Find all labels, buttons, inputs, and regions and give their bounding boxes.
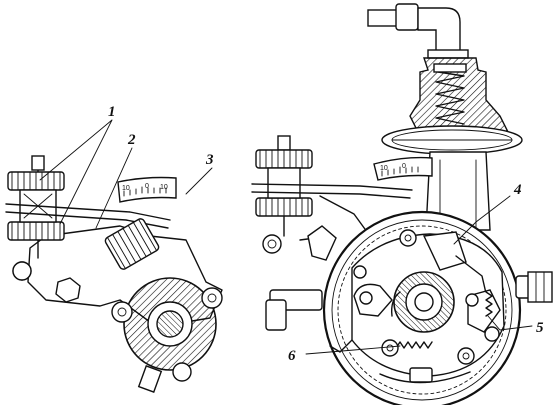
octane-scale-left xyxy=(117,176,177,203)
callout-5: 5 xyxy=(536,320,544,336)
callout-3: 3 xyxy=(205,152,214,168)
left-view-octane-corrector: 10 0 10 xyxy=(5,155,223,393)
breaker-contact-lever xyxy=(422,231,467,271)
weight-spring-5 xyxy=(485,291,493,317)
bottom-clip xyxy=(409,367,433,383)
weight-spring-6 xyxy=(391,341,433,349)
vacuum-connector xyxy=(307,225,337,261)
octane-scale-right xyxy=(373,156,433,181)
shaft-section xyxy=(156,310,184,338)
callout-4: 4 xyxy=(513,182,522,198)
callout-6: 6 xyxy=(288,348,296,364)
vacuum-hose-fitting xyxy=(367,3,469,59)
adjusting-nut-assembly-right xyxy=(255,135,313,254)
scale-tick-right-10: 10 xyxy=(380,165,388,172)
distributor-column xyxy=(425,151,491,231)
bracket-arm xyxy=(5,203,171,229)
plate-hex-hole xyxy=(55,277,81,303)
callout-leaders-left xyxy=(39,119,213,229)
knurled-gear xyxy=(104,218,160,270)
scale-tick-left-0: 0 xyxy=(145,183,149,190)
right-view-distributor-open: 10 0 xyxy=(251,3,553,405)
callout-1: 1 xyxy=(108,104,116,120)
scale-tick-left-10b: 10 xyxy=(160,184,168,191)
regulator-spring xyxy=(435,71,465,125)
scale-tick-left-10: 10 xyxy=(122,185,130,192)
callout-2: 2 xyxy=(127,132,136,148)
scale-tick-right-0: 0 xyxy=(402,163,406,170)
callout-leaders-right xyxy=(305,195,533,355)
